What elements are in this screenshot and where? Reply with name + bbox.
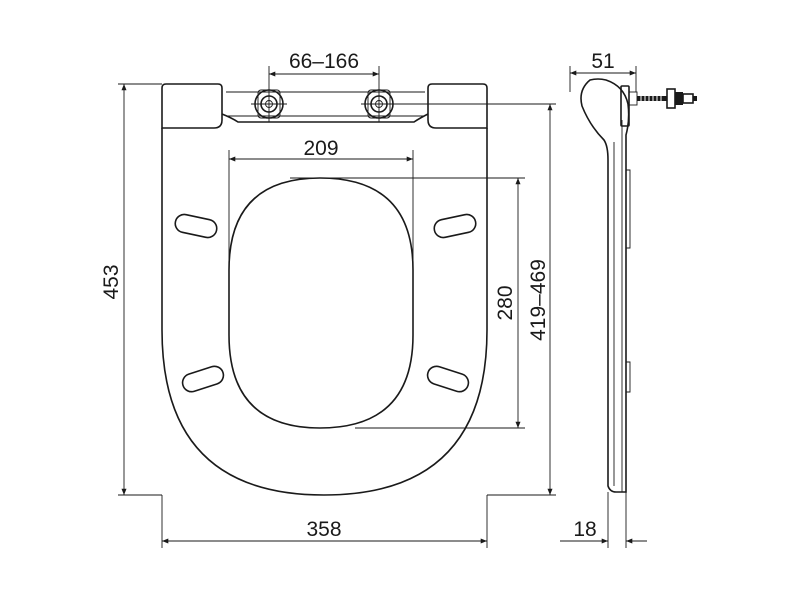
dim-hinge-spacing: 66–166 <box>268 50 380 86</box>
dim-opening-length-label: 280 <box>494 285 517 320</box>
dim-hinge-depth: 51 <box>569 50 637 92</box>
dim-fixing-to-front: 419–469 <box>395 103 556 496</box>
left-hinge-block <box>161 83 223 129</box>
dim-seat-thickness-label: 18 <box>573 518 596 541</box>
seat-body <box>161 128 488 496</box>
right-hinge-block <box>427 83 488 129</box>
dim-opening-width: 209 <box>228 137 414 270</box>
bumper-slot-bottom-right <box>426 365 470 393</box>
dim-opening-length: 280 <box>290 177 525 429</box>
side-profile-bumper-top <box>626 169 631 249</box>
dim-hinge-depth-label: 51 <box>591 50 614 73</box>
hinge-plate <box>620 85 630 127</box>
dim-total-width-label: 358 <box>306 518 341 541</box>
right-hinge-post <box>361 86 397 122</box>
dim-opening-width-label: 209 <box>303 137 338 160</box>
bumper-slot-bottom-left <box>181 365 225 393</box>
seat-top-view <box>161 83 488 496</box>
dim-seat-thickness: 18 <box>560 492 647 548</box>
hinge-bar <box>226 91 425 117</box>
dim-total-height: 453 <box>100 83 162 496</box>
bumper-slot-top-right <box>433 213 477 239</box>
dim-hinge-spacing-label: 66–166 <box>289 50 359 73</box>
fixing-bolt <box>628 88 697 109</box>
side-profile-outline <box>580 78 630 493</box>
left-hinge-post <box>251 86 287 122</box>
seat-top-edge <box>221 113 429 123</box>
seat-side-view <box>580 78 697 493</box>
dim-fixing-to-front-label: 419–469 <box>527 259 550 341</box>
seat-opening <box>228 177 414 429</box>
bumper-slot-top-left <box>174 213 218 239</box>
dim-total-width: 358 <box>161 495 488 548</box>
dim-total-height-label: 453 <box>100 264 123 299</box>
side-profile-bumper-bottom <box>626 361 631 393</box>
